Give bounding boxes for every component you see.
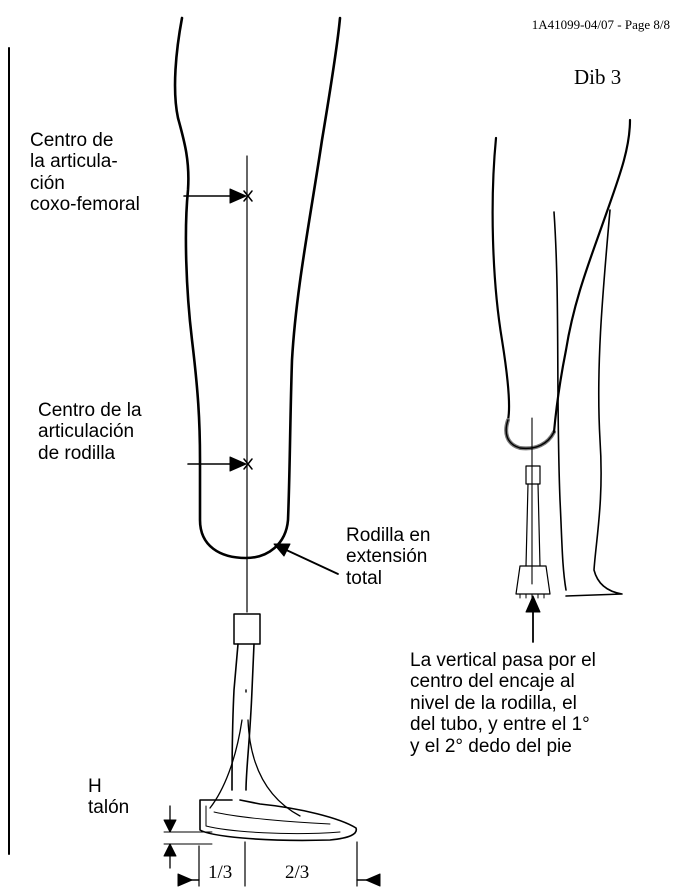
sound-leg-outer [565,209,623,597]
knee-center-cross [243,458,253,470]
vertical-note: La vertical pasa por el centro del encaj… [410,650,596,757]
front-adapter [525,465,541,485]
knee-center-label: Centro de la articulación de rodilla [38,400,142,464]
hip-center-cross [243,190,253,202]
figure-label: Dib 3 [574,65,622,89]
knee-extension-arrow [273,543,291,557]
tube-right [245,643,255,791]
hip-center-arrow [229,188,247,204]
hip-center-label: Centro de la articula- ción coxo-femoral [30,130,140,216]
knee-center-arrow [229,456,247,472]
prosthetic-foot [199,799,358,842]
heel-third-dimension: 1/3 [208,862,233,883]
knee-extension-label: Rodilla en extensión total [346,525,431,589]
heel-height-label: H talón [88,776,130,819]
front-limb-right-outline [552,118,632,434]
front-limb-left-outline [491,136,511,422]
sound-leg-inner [553,211,567,591]
thigh-outline [173,16,342,560]
page-reference: 1A41099-04/07 - Page 8/8 [531,17,670,32]
tube-adapter [233,613,261,645]
toe-two-thirds-dimension: 2/3 [285,862,310,883]
vertical-arrow [525,595,541,613]
front-foot [515,565,551,595]
tube-left [231,643,239,791]
